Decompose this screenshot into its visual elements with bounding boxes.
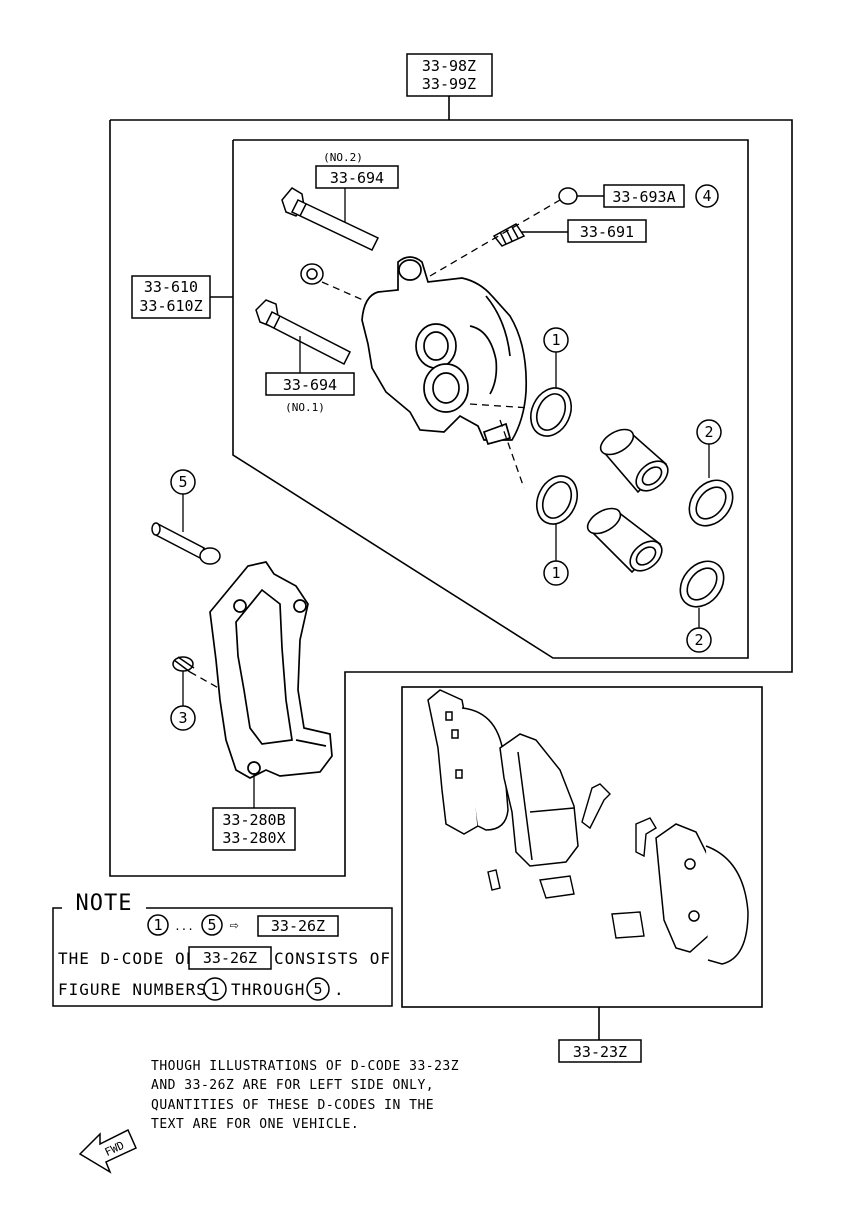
assembly-label-box: 33-98Z 33-99Z [406, 53, 493, 97]
bolt-upper-label: 33-694 [330, 169, 384, 187]
pin-bushing [172, 656, 195, 673]
footnote-line1: THOUGH ILLUSTRATIONS OF D-CODE 33-23Z [151, 1059, 459, 1074]
pads-label: 33-23Z [573, 1043, 627, 1061]
caliper-code-1: 33-610 [144, 278, 198, 296]
note-title: NOTE [76, 891, 133, 916]
ref-1-lower: 1 [551, 564, 560, 582]
caliper-label-box: 33-610 33-610Z [131, 275, 211, 319]
brake-pad-inner [427, 689, 509, 835]
brake-pad-outer [499, 733, 579, 867]
ref-3: 3 [178, 709, 187, 727]
assembly-code-2: 33-99Z [422, 75, 476, 93]
note-box: NOTE 1 ... 5 ⇨ 33-26Z THE D-CODE OF 33-2… [52, 891, 393, 1007]
assembly-code-1: 33-98Z [422, 57, 476, 75]
guide-bolt-lower [255, 299, 352, 366]
footnote-line4: TEXT ARE FOR ONE VEHICLE. [151, 1117, 359, 1132]
caliper-body [361, 256, 528, 446]
note-arrow: ⇨ [229, 916, 238, 934]
bracket-code-1: 33-280B [222, 811, 285, 829]
piston-lower [586, 507, 663, 574]
ref-2-lower: 2 [694, 631, 703, 649]
pad-clip-1 [581, 783, 611, 830]
ref-2-upper: 2 [704, 423, 713, 441]
ref-5: 5 [178, 473, 187, 491]
brake-pad-rear [655, 823, 749, 965]
footnote-line2: AND 33-26Z ARE FOR LEFT SIDE ONLY, [151, 1078, 434, 1093]
pad-clip-2 [635, 817, 657, 858]
ref-1-upper: 1 [551, 331, 560, 349]
dust-boot-lower [679, 560, 725, 608]
note-line3-prefix: FIGURE NUMBERS [58, 980, 207, 999]
pad-frame [401, 686, 763, 1008]
note-line3-mid: THROUGH [231, 980, 305, 999]
note-range-to: 5 [207, 916, 216, 934]
bushing-upper [300, 263, 324, 285]
footnote-line3: QUANTITIES OF THESE D-CODES IN THE [151, 1098, 434, 1113]
bleeder-screw [492, 223, 568, 247]
note-line2-prefix: THE D-CODE OF [58, 949, 196, 968]
fwd-arrow-icon: FWD [78, 1128, 137, 1174]
bleeder-screw-label: 33-691 [580, 223, 634, 241]
caliper-code-2: 33-610Z [139, 297, 202, 315]
piston-upper [599, 428, 669, 494]
piston-seal-lower [535, 475, 579, 525]
dust-boot-upper [688, 479, 734, 527]
note-line3-from: 1 [210, 980, 219, 998]
footnote: THOUGH ILLUSTRATIONS OF D-CODE 33-23Z AN… [151, 1059, 459, 1132]
bracket-code-2: 33-280X [222, 829, 285, 847]
anti-squeal-shims [487, 869, 645, 939]
assembly-frame [109, 119, 793, 877]
guide-pin [151, 522, 221, 565]
bolt-lower-label: 33-694 [283, 376, 337, 394]
note-kit-code: 33-26Z [271, 917, 325, 935]
bolt-upper-note: (NO.2) [323, 151, 363, 164]
bleeder-cap [558, 187, 604, 205]
piston-seal-upper [529, 387, 573, 437]
caliper-bracket [209, 561, 333, 779]
note-line2-suffix: CONSISTS OF [274, 949, 391, 968]
ref-4: 4 [702, 187, 711, 205]
bolt-lower-note: (NO.1) [285, 401, 325, 414]
guide-bolt-upper [281, 187, 380, 251]
note-line2-code: 33-26Z [203, 949, 257, 967]
caliper-frame [232, 139, 749, 659]
bleeder-cap-label: 33-693A [612, 188, 675, 206]
note-range-from: 1 [153, 916, 162, 934]
note-line3-to: 5 [313, 980, 322, 998]
note-line3-end: . [334, 980, 345, 999]
note-range-dots: ... [174, 920, 194, 933]
